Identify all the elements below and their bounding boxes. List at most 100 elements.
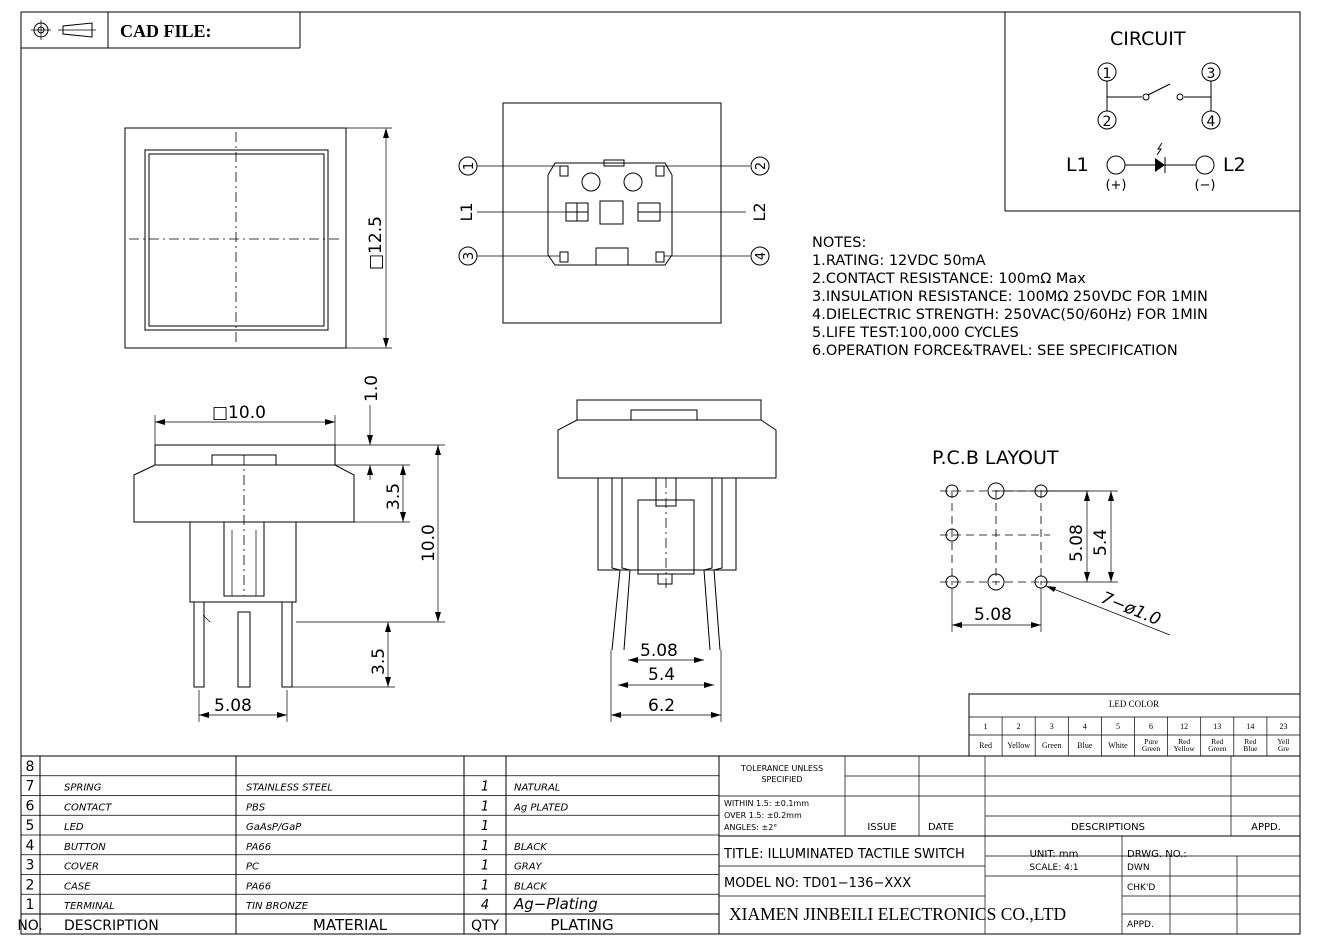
led-code-12: 12 [1180, 722, 1188, 731]
bom-header-description: DESCRIPTION [64, 918, 159, 934]
bom-header-plating: PLATING [550, 916, 613, 934]
led-code-1: 1 [984, 722, 988, 731]
led-code-14: 14 [1246, 722, 1254, 731]
bom-material-4: PA66 [246, 842, 271, 853]
led-code-13: 13 [1213, 722, 1221, 731]
led-symbol: L1 L2 (+) (−) [1066, 142, 1246, 193]
circuit-pin-1: 1 [1103, 66, 1112, 82]
dim-5-08-front: 5.08 [640, 641, 678, 661]
bom-qty-4: 1 [481, 839, 489, 854]
scale-label: SCALE: 4:1 [1029, 863, 1078, 873]
bottom-pin-4: 4 [754, 252, 769, 260]
circuit-minus-label: (−) [1194, 178, 1215, 193]
bom-plating-6: Ag PLATED [513, 802, 569, 813]
pcb-dim-5-4: 5.4 [1091, 529, 1111, 556]
notes-heading: NOTES: [812, 235, 866, 251]
circuit-title: CIRCUIT [1110, 28, 1186, 50]
dim-10-0: 10.0 [419, 524, 439, 562]
issue-label: ISSUE [867, 822, 896, 833]
bom-no-1: 1 [26, 897, 35, 913]
circuit-l1-label: L1 [1066, 154, 1089, 176]
bom-desc-1: TERMINAL [64, 901, 115, 912]
dim-width-10: □10.0 [212, 403, 266, 423]
descriptions-label: DESCRIPTIONS [1071, 822, 1145, 833]
chkd-label: CHK'D [1127, 883, 1155, 893]
bom-material-1: TIN BRONZE [246, 901, 309, 912]
tolerance-line-2: OVER 1.5: ±0.2mm [724, 811, 802, 820]
bottom-pin-2: 2 [754, 162, 769, 170]
company-name: XIAMEN JINBEILI ELECTRONICS CO.,LTD [729, 904, 1066, 924]
unit-label: UNIT: mm [1030, 849, 1079, 860]
dim-6-2-front: 6.2 [648, 696, 675, 716]
pcb-layout: P.C.B LAYOUT 5.08 5.4 5.08 [932, 447, 1171, 636]
dim-1-0: 1.0 [362, 375, 382, 402]
tolerance-label: TOLERANCE UNLESS SPECIFIED [740, 764, 824, 784]
drawing-title: TITLE: ILLUMINATED TACTILE SWITCH [723, 847, 965, 862]
bom-desc-6: CONTACT [64, 802, 112, 813]
pcb-title: P.C.B LAYOUT [932, 447, 1059, 469]
led-color-2: Yellow [1007, 741, 1030, 750]
bom-header-qty: QTY [471, 918, 500, 934]
led-color-3: Green [1042, 741, 1062, 750]
switch-symbol: 1 2 3 4 [1097, 62, 1221, 130]
bom-plating-7: NATURAL [514, 783, 560, 794]
bom-material-6: PBS [246, 802, 266, 813]
led-color-title: LED COLOR [1109, 699, 1159, 709]
circuit-pin-2: 2 [1103, 114, 1112, 130]
led-color-5: White [1108, 741, 1128, 750]
projection-symbol-icon [31, 20, 96, 40]
circuit-plus-label: (+) [1105, 178, 1126, 193]
led-color-table: LED COLOR 1Red2Yellow3Green4Blue5White6P… [968, 693, 1301, 757]
bottom-l2-label: L2 [750, 202, 769, 221]
pcb-holes [945, 482, 1048, 591]
bottom-l1-label: L1 [457, 202, 476, 221]
led-code-6: 6 [1149, 722, 1153, 731]
pcb-dim-5-08-vertical: 5.08 [1067, 524, 1087, 562]
note-line-5: 5.LIFE TEST:100,000 CYCLES [812, 325, 1019, 341]
drawing-border [20, 11, 1301, 935]
drawing-number-label: DRWG. NO.: [1127, 849, 1187, 860]
bom-no-6: 6 [26, 798, 35, 814]
led-color-4: Blue [1077, 741, 1093, 750]
cad-file-label: CAD FILE: [120, 21, 212, 41]
cad-header: CAD FILE: [21, 12, 301, 49]
note-line-6: 6.OPERATION FORCE&TRAVEL: SEE SPECIFICAT… [812, 343, 1178, 359]
led-code-3: 3 [1050, 722, 1054, 731]
bom-no-2: 2 [26, 877, 35, 893]
bom-material-3: PC [246, 862, 259, 873]
led-color-1: Red [979, 741, 992, 750]
dim-5-08-side: 5.08 [214, 696, 252, 716]
bom-desc-5: LED [64, 822, 84, 833]
date-label: DATE [928, 822, 954, 833]
tolerance-line-3: ANGLES: ±2° [724, 823, 777, 832]
dim-5-4-front: 5.4 [648, 665, 675, 685]
bom-plating-1: Ag−Plating [513, 895, 598, 913]
bom-header-no: NO. [17, 918, 42, 934]
bom-material-2: PA66 [246, 881, 271, 892]
model-number: MODEL NO: TD01−136−XXX [724, 876, 911, 891]
circuit-panel: CIRCUIT 1 2 3 4 L1 L2 [1004, 12, 1300, 212]
bom-desc-3: COVER [64, 862, 99, 873]
tolerance-line-1: WITHIN 1.5: ±0.1mm [724, 799, 809, 808]
dwn-label: DWN [1127, 863, 1150, 873]
bom-desc-4: BUTTON [64, 842, 106, 853]
bom-desc-7: SPRING [64, 783, 102, 794]
bom-material-5: GaAsP/GaP [246, 822, 302, 833]
led-code-2: 2 [1017, 722, 1021, 731]
bom-plating-4: BLACK [514, 842, 548, 853]
bom-qty-2: 1 [481, 878, 489, 893]
bottom-view: 1 2 3 4 L1 L2 [457, 102, 770, 324]
bom-header-material: MATERIAL [313, 916, 388, 934]
side-view: □10.0 1.0 3.5 10.0 3.5 5.08 [133, 375, 445, 722]
note-line-3: 3.INSULATION RESISTANCE: 100MΩ 250VDC FO… [812, 289, 1208, 305]
appd-label: APPD. [1251, 822, 1281, 833]
appd-sign-label: APPD. [1127, 920, 1154, 930]
led-code-5: 5 [1116, 722, 1120, 731]
circuit-l2-label: L2 [1223, 154, 1246, 176]
bom-no-7: 7 [26, 779, 35, 795]
notes-block: NOTES: 1.RATING: 12VDC 50mA 2.CONTACT RE… [812, 235, 1208, 359]
